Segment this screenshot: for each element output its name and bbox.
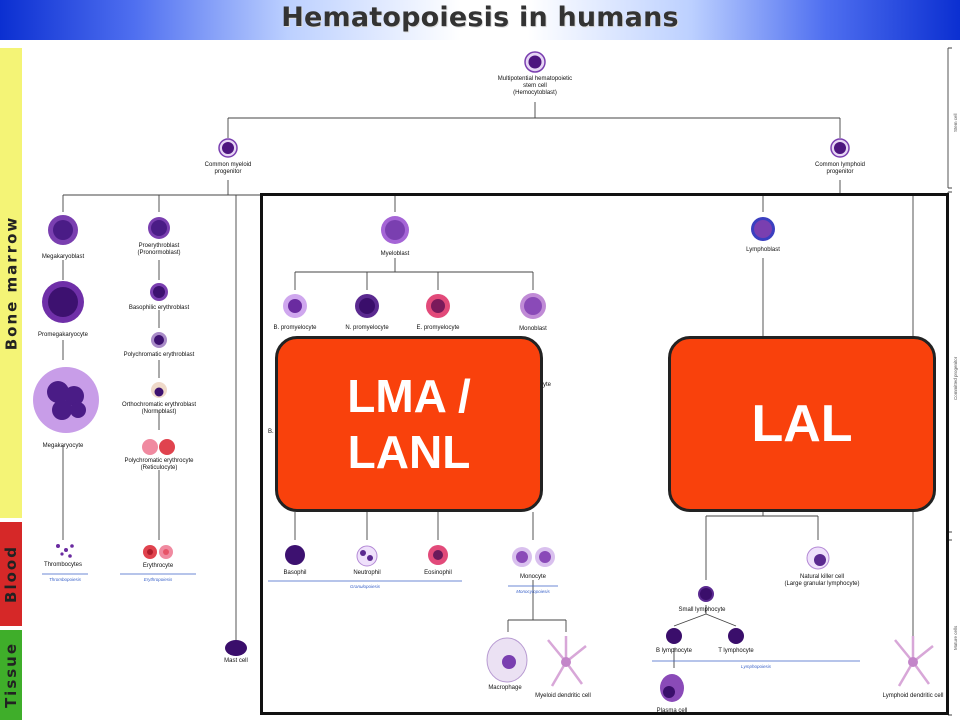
e-promyelocyte-cell	[426, 294, 450, 318]
megakaryocyte-label: Megakaryocyte	[43, 443, 84, 449]
erythrocyte-label: Erythrocyte	[143, 563, 174, 569]
highlight-frame	[260, 193, 949, 715]
promonocyte-partial-label: yte	[543, 382, 552, 388]
polychromatic-erythroblast-label: Polychromatic erythroblast	[124, 352, 195, 358]
page-title: Hematopoiesis in humans	[281, 2, 679, 33]
megakaryoblast-label: Megakaryoblast	[42, 254, 85, 260]
monoblast-cell	[520, 293, 546, 319]
b-promyelocyte-label: B. promyelocyte	[273, 325, 317, 331]
polychromatic-erythrocyte-cell	[142, 439, 175, 455]
basophilic-erythroblast-cell	[150, 283, 168, 301]
mast-cell	[225, 640, 247, 656]
lal-box: LAL	[668, 336, 936, 512]
myeloid-dendritic-label: Myeloid dendritic cell	[535, 693, 591, 699]
bone-marrow-band: Bone marrow	[0, 48, 22, 518]
eosinophil-cell	[428, 545, 448, 565]
b-promyelocyte-cell	[283, 294, 307, 318]
title-bar: Hematopoiesis in humans	[0, 0, 960, 40]
e-promyelocyte-label: E. promyelocyte	[416, 325, 460, 331]
macrophage-label: Macrophage	[488, 685, 522, 691]
mast-cell-label: Mast cell	[224, 658, 248, 664]
stage-brackets: Stem cell Committed progenitor Mature ce…	[947, 47, 958, 716]
myeloid-progenitor-cell	[218, 138, 238, 158]
b-lymphocyte-label: B lymphocyte	[656, 648, 693, 654]
stage-mature-label: Mature cells	[953, 625, 958, 650]
erythrocyte-cell	[143, 545, 173, 559]
process-labels: Thrombopoiesis Erythropoiesis Granulopoi…	[42, 573, 860, 669]
monocyte-cell	[512, 547, 555, 567]
proerythroblast-cell	[148, 217, 170, 239]
b-lymphocyte-cell	[666, 628, 682, 644]
lymphoblast-cell	[751, 217, 775, 241]
myeloblast-cell	[381, 216, 409, 244]
n-promyelocyte-cell	[355, 294, 379, 318]
tissue-band: Tissue	[0, 630, 22, 720]
orthochromatic-erythroblast-label: Orthochromatic erythroblast(Normoblast)	[122, 402, 196, 415]
plasma-cell-label: Plasma cell	[657, 708, 688, 714]
lymphoid-dendritic-cell	[894, 636, 934, 687]
megakaryocyte-cell	[33, 367, 99, 433]
basophil-label: Basophil	[283, 570, 306, 576]
orthochromatic-erythroblast-cell	[151, 382, 167, 398]
stage-committed-label: Committed progenitor	[953, 356, 958, 400]
nk-cell-label: Natural killer cell(Large granular lymph…	[784, 574, 859, 587]
plasma-cell	[660, 674, 684, 702]
stem-cell	[524, 51, 546, 73]
promegakaryocyte-cell	[42, 281, 84, 323]
b-partial-label: B.	[268, 429, 274, 435]
macrophage-cell	[486, 637, 528, 683]
lma-lanl-label: LMA / LANL	[347, 370, 471, 478]
promegakaryocyte-label: Promegakaryocyte	[38, 332, 89, 338]
lineage-connectors	[62, 102, 914, 668]
monocytopoiesis-label: Monocytopoiesis	[516, 589, 550, 594]
t-lymphocyte-label: T lymphocyte	[718, 648, 754, 654]
n-promyelocyte-label: N. promyelocyte	[345, 325, 389, 331]
thrombocytes-label: Thrombocytes	[44, 562, 82, 568]
lymphoid-dendritic-label: Lymphoid dendritic cell	[883, 693, 944, 699]
erythropoiesis-label: Erythropoiesis	[144, 577, 173, 582]
thrombopoiesis-label: Thrombopoiesis	[49, 577, 82, 582]
megakaryoblast-cell	[48, 215, 78, 245]
nk-cell	[806, 546, 830, 570]
stage-stem-label: Stem cell	[953, 113, 958, 132]
basophil-cell	[285, 545, 305, 565]
neutrophil-label: Neutrophil	[353, 570, 380, 576]
monoblast-label: Monoblast	[519, 326, 547, 332]
basophilic-erythroblast-label: Basophilic erythroblast	[129, 305, 190, 311]
polychromatic-erythroblast-cell	[151, 332, 167, 348]
granulopoiesis-label: Granulopoiesis	[350, 584, 381, 589]
myeloid-dendritic-cell	[547, 636, 587, 687]
lma-lanl-box: LMA / LANL	[275, 336, 543, 512]
small-lymphocyte-label: Small lymphocyte	[678, 607, 726, 613]
lymphopoiesis-label: Lymphopoiesis	[741, 664, 772, 669]
lal-label: LAL	[751, 395, 853, 453]
eosinophil-label: Eosinophil	[424, 570, 452, 576]
small-lymphocyte-cell	[698, 586, 714, 602]
t-lymphocyte-cell	[728, 628, 744, 644]
proerythroblast-label: Proerythroblast(Pronormoblast)	[137, 243, 180, 256]
blood-band: Blood	[0, 522, 22, 626]
thrombocytes-cell	[56, 544, 74, 558]
cells	[33, 51, 934, 702]
tissue-side-bar: Bone marrow Blood Tissue	[0, 48, 22, 720]
neutrophil-cell	[356, 545, 378, 567]
lymphoid-progenitor-cell	[830, 138, 850, 158]
lymphoblast-label: Lymphoblast	[746, 247, 780, 253]
polychromatic-erythrocyte-label: Polychromatic erythrocyte(Reticulocyte)	[124, 458, 194, 471]
monocyte-label: Monocyte	[520, 574, 547, 580]
myeloblast-label: Myeloblast	[381, 251, 410, 257]
